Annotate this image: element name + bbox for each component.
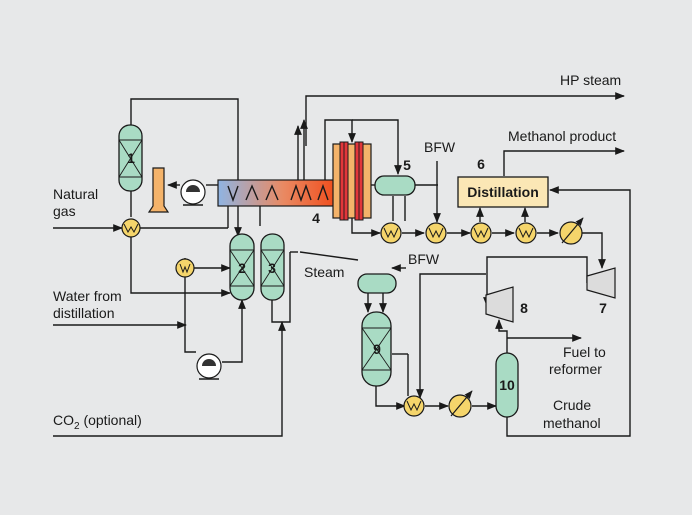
top-loop-line xyxy=(130,98,242,237)
c8-line xyxy=(416,273,486,399)
label-n6: 6 xyxy=(477,156,485,172)
distillation-label: Distillation xyxy=(467,184,539,200)
heat-exchanger-f-icon xyxy=(403,395,425,417)
label-natural-gas-1: Natural xyxy=(53,186,98,202)
steam-drum-5: 5 xyxy=(374,157,416,196)
label-bfw-top: BFW xyxy=(424,139,456,155)
label-n8: 8 xyxy=(520,300,528,316)
coil-4 xyxy=(290,183,312,203)
label-n10: 10 xyxy=(499,377,515,393)
reactor-column xyxy=(332,141,372,221)
coil-1 xyxy=(227,185,239,203)
pump-discharge-line xyxy=(222,299,246,363)
cooler-2-icon xyxy=(448,390,473,418)
coil-5 xyxy=(317,183,329,201)
cooler-1-icon xyxy=(559,217,584,245)
label-natural-gas-2: gas xyxy=(53,203,76,219)
compressor-8: 8 xyxy=(485,286,528,323)
v10-top xyxy=(495,319,508,353)
label-crude-1: Crude xyxy=(553,397,591,413)
to-compressor-7 xyxy=(582,232,606,269)
label-water-1: Water from xyxy=(53,288,122,304)
process-lines xyxy=(53,92,631,437)
stack xyxy=(147,167,170,213)
flue-blower-icon xyxy=(180,179,206,206)
coil-3 xyxy=(265,184,279,201)
steam-feed xyxy=(299,251,359,261)
label-n3: 3 xyxy=(268,260,276,276)
drum-feed-line xyxy=(352,119,402,175)
vessel-1: 1 xyxy=(118,124,143,192)
vessel-2: 2 xyxy=(229,233,255,301)
distillation-unit-6: Distillation 6 xyxy=(457,156,549,208)
label-crude-2: methanol xyxy=(543,415,601,431)
label-water-2: distillation xyxy=(53,305,114,321)
co2-line xyxy=(53,321,286,437)
label-bfw-mid: BFW xyxy=(408,251,440,267)
label-co2: CO2 (optional) xyxy=(53,412,142,432)
label-methanol-product: Methanol product xyxy=(508,128,616,144)
heat-exchanger-d-icon xyxy=(470,222,492,244)
heat-exchanger-a-icon xyxy=(121,218,141,238)
compressor-7: 7 xyxy=(586,267,616,316)
pump-suction-line xyxy=(184,268,196,353)
pump-icon xyxy=(196,353,222,380)
crude-methanol-loop xyxy=(506,186,631,437)
label-n4: 4 xyxy=(312,210,320,226)
label-fuel-1: Fuel to xyxy=(563,344,606,360)
hp-steam-line xyxy=(305,92,625,146)
heat-exchanger-e-icon xyxy=(515,222,537,244)
methanol-product-line xyxy=(503,147,625,176)
drum-9-top xyxy=(357,273,397,294)
vessel-10: 10 xyxy=(495,352,519,418)
reactor-feed-line xyxy=(324,119,356,186)
reformer-4: 4 xyxy=(217,179,337,226)
label-n5: 5 xyxy=(403,157,411,173)
vessel-9: 9 xyxy=(361,311,392,387)
label-n2: 2 xyxy=(238,260,246,276)
label-n7: 7 xyxy=(599,300,607,316)
label-fuel-2: reformer xyxy=(549,361,602,377)
c7-to-c8 xyxy=(483,256,588,307)
v9-outlet xyxy=(375,386,406,410)
vessel-3: 3 xyxy=(260,233,285,301)
label-n1: 1 xyxy=(127,150,135,166)
label-hp-steam: HP steam xyxy=(560,72,621,88)
heater-icon xyxy=(175,258,195,278)
coil-2 xyxy=(245,184,259,201)
water-line-upper xyxy=(130,237,231,297)
label-steam: Steam xyxy=(304,264,344,280)
heat-exchanger-b-icon xyxy=(380,222,402,244)
label-n9: 9 xyxy=(373,341,381,357)
reactor-outlet xyxy=(351,218,381,237)
heat-exchanger-c-icon xyxy=(425,222,447,244)
